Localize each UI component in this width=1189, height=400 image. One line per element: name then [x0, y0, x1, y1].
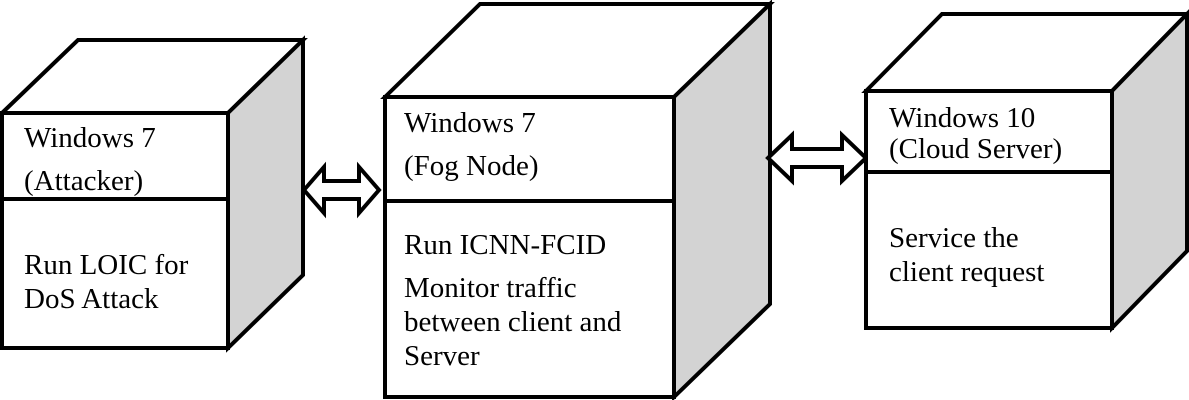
attacker-title: Windows 7 (Attacker): [24, 117, 224, 203]
attacker-box: [0, 35, 308, 353]
attacker-box-front-face: [0, 111, 230, 350]
attacker-role-label: (Attacker): [24, 165, 144, 197]
fog-node-box: [380, 0, 775, 400]
cloud-server-role-label: (Cloud Server): [889, 133, 1063, 165]
cloud-server-box-front-face: [864, 89, 1114, 330]
attacker-description: Run LOIC for DoS Attack: [24, 248, 224, 316]
cloud-server-box: [861, 9, 1189, 333]
attacker-fog-bidirectional-arrow-icon: [301, 161, 382, 219]
fog-node-description: Run ICNN-FCID Monitor traffic between cl…: [404, 228, 659, 382]
fog-node-task: Run ICNN-FCID: [404, 229, 607, 261]
fog-node-box-front-face: [383, 95, 676, 399]
fog-cloud-bidirectional-arrow-icon: [765, 130, 869, 186]
cloud-server-title: Windows 10 (Cloud Server): [889, 103, 1107, 165]
cloud-server-description: Service the client request: [889, 221, 1074, 289]
cloud-server-task: Service the client request: [889, 222, 1045, 288]
cloud-server-os-label: Windows 10: [889, 102, 1036, 134]
attacker-os-label: Windows 7: [24, 122, 156, 154]
fog-node-os-label: Windows 7: [404, 107, 536, 139]
fog-node-title: Windows 7 (Fog Node): [404, 102, 662, 188]
attacker-task: Run LOIC for DoS Attack: [24, 249, 189, 315]
fog-node-role-label: (Fog Node): [404, 150, 539, 182]
fog-node-task: Monitor traffic between client and Serve…: [404, 272, 622, 372]
